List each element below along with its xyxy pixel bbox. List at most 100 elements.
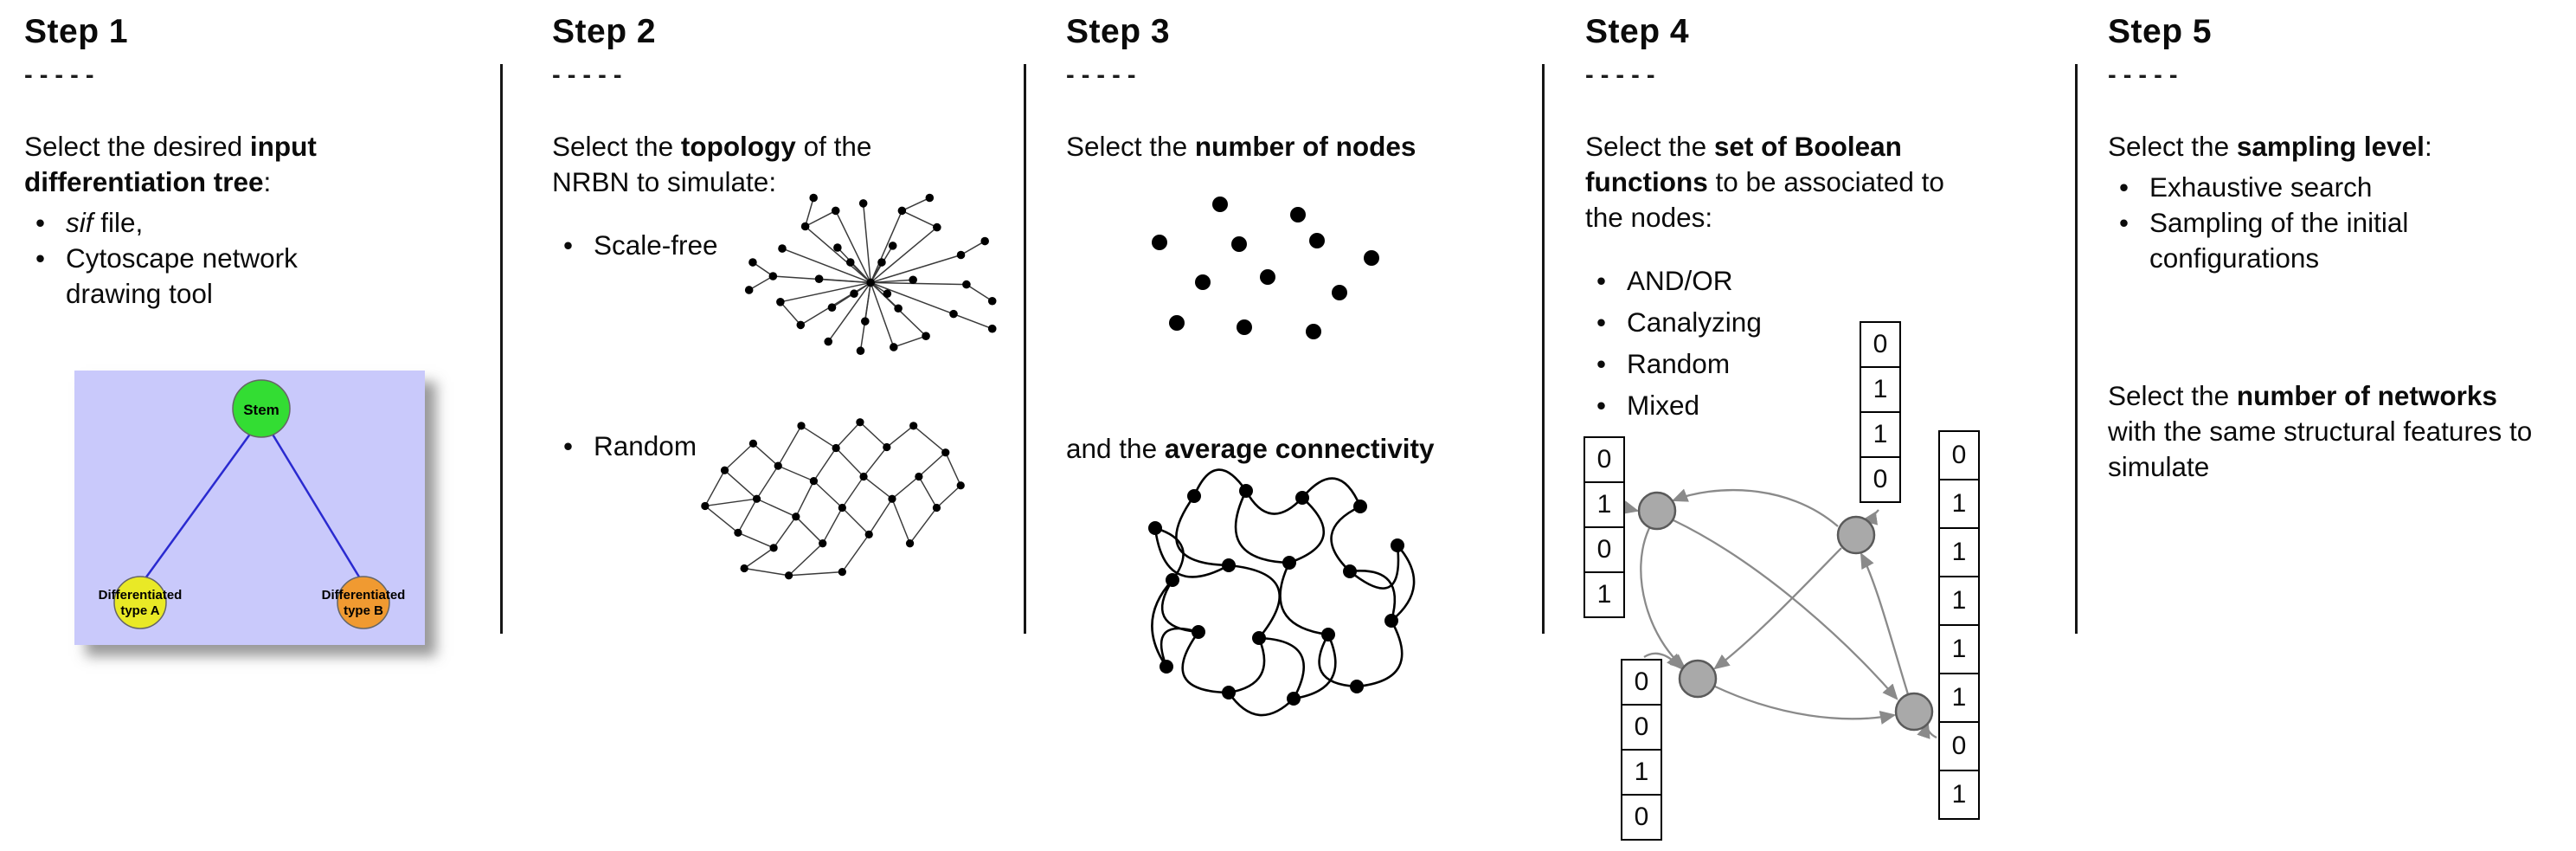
network-edge — [870, 210, 903, 283]
arrow-edge — [1640, 527, 1686, 670]
network-edge — [835, 210, 871, 283]
network-node — [845, 258, 855, 267]
network-node — [774, 461, 782, 470]
boolean-table-cell: 1 — [1860, 411, 1901, 458]
network-edge — [748, 275, 774, 291]
network-edge — [1258, 636, 1306, 699]
network-edge — [870, 227, 938, 284]
network-node — [776, 298, 785, 306]
boolean-node — [1836, 515, 1876, 555]
boolean-node — [1678, 659, 1718, 699]
network-edge — [1228, 564, 1281, 639]
boolean-table-cell: 1 — [1938, 479, 1980, 529]
column-divider — [1542, 64, 1545, 634]
text-segment: Canalyzing — [1627, 306, 1762, 338]
step-4-dashes: - - - - - — [1585, 61, 1655, 89]
network-node — [784, 571, 793, 580]
network-edge — [805, 225, 871, 284]
step-3-column: Step 3 - - - - - Select the number of no… — [1066, 13, 1551, 732]
arrow-edge — [1860, 551, 1910, 695]
text-segment-bold: input differentiation tree — [24, 131, 317, 197]
network-edge — [841, 476, 864, 508]
step-1-dashes: - - - - - — [24, 61, 94, 89]
step-5-column: Step 5 - - - - - Select the sampling lev… — [2108, 13, 2566, 485]
network-node — [752, 494, 761, 503]
network-edge — [822, 507, 843, 545]
text-segment-bold: set of Boolean functions — [1585, 131, 1902, 197]
step-5-dashes: - - - - - — [2108, 61, 2178, 89]
network-node — [933, 222, 941, 232]
network-node — [1321, 628, 1335, 641]
network-node — [1239, 484, 1253, 498]
network-edge — [737, 532, 774, 549]
tree-edge-b — [270, 432, 362, 579]
network-node — [877, 258, 886, 267]
text-segment: Select the — [2108, 131, 2237, 162]
network-edge — [870, 282, 895, 348]
network-edge — [1181, 631, 1230, 694]
network-node — [1309, 233, 1325, 248]
network-edge — [835, 448, 864, 477]
network-node — [827, 303, 837, 312]
network-edge — [1160, 579, 1199, 634]
network-edge — [777, 425, 802, 467]
step-5-title: Step 5 — [2108, 13, 2213, 50]
network-edge — [788, 571, 843, 577]
step-1-instruction: Select the desired input differentiation… — [24, 129, 396, 200]
step-5-bullet-list: Exhaustive search Sampling of the initia… — [2108, 170, 2566, 276]
network-edge — [935, 485, 961, 509]
network-node — [1287, 692, 1301, 706]
network-node — [956, 481, 965, 490]
network-node — [856, 346, 865, 356]
network-edge — [827, 282, 871, 343]
truth-table-top: 0 1 1 0 — [1860, 321, 1901, 503]
tree-edge-a — [144, 432, 253, 579]
network-node — [748, 439, 758, 448]
bullet-item-sif-file: sif file, — [24, 205, 370, 241]
text-segment: AND/OR — [1627, 265, 1733, 296]
network-node — [838, 503, 846, 513]
network-node — [748, 258, 757, 267]
network-node — [740, 564, 748, 573]
network-edge — [795, 516, 824, 545]
network-edge — [893, 335, 927, 348]
network-node — [861, 317, 870, 326]
network-edge — [756, 498, 797, 518]
network-edge — [1349, 545, 1400, 590]
text-segment: and the — [1066, 433, 1165, 464]
network-node — [888, 242, 897, 250]
network-node — [1152, 235, 1167, 250]
text-segment: Select the desired — [24, 131, 250, 162]
connectivity-network-illustration — [1148, 468, 1416, 717]
network-edge — [1234, 490, 1290, 564]
network-node — [744, 286, 754, 294]
random-network-illustration — [701, 418, 965, 580]
boolean-nodes — [1637, 491, 1934, 732]
arrow-edge — [1622, 500, 1640, 514]
network-node — [909, 275, 917, 285]
boolean-network-illustration: 0 1 1 0 0 1 0 1 0 0 1 0 0 1 1 1 — [1584, 305, 1990, 850]
network-edge — [752, 442, 779, 467]
bullet-item-random: Random — [1585, 343, 2074, 384]
network-node — [819, 539, 827, 548]
boolean-table-cell: 1 — [1860, 366, 1901, 413]
boolean-table-cell: 1 — [1938, 576, 1980, 626]
network-edge — [1154, 526, 1185, 581]
type-b-node — [337, 576, 390, 629]
network-edge — [966, 283, 993, 302]
text-segment: Exhaustive search — [2149, 171, 2373, 203]
network-node — [897, 206, 907, 216]
boolean-table-cell: 1 — [1584, 571, 1625, 618]
network-node — [833, 243, 842, 252]
step-2-dashes: - - - - - — [552, 61, 622, 89]
network-edge — [862, 203, 871, 283]
step-1-title: Step 1 — [24, 13, 129, 50]
boolean-table-cell: 1 — [1938, 527, 1980, 577]
network-edge — [886, 425, 915, 448]
column-divider — [2075, 64, 2078, 634]
text-segment: to be associated to the nodes: — [1585, 166, 1944, 233]
network-edge — [841, 533, 870, 573]
